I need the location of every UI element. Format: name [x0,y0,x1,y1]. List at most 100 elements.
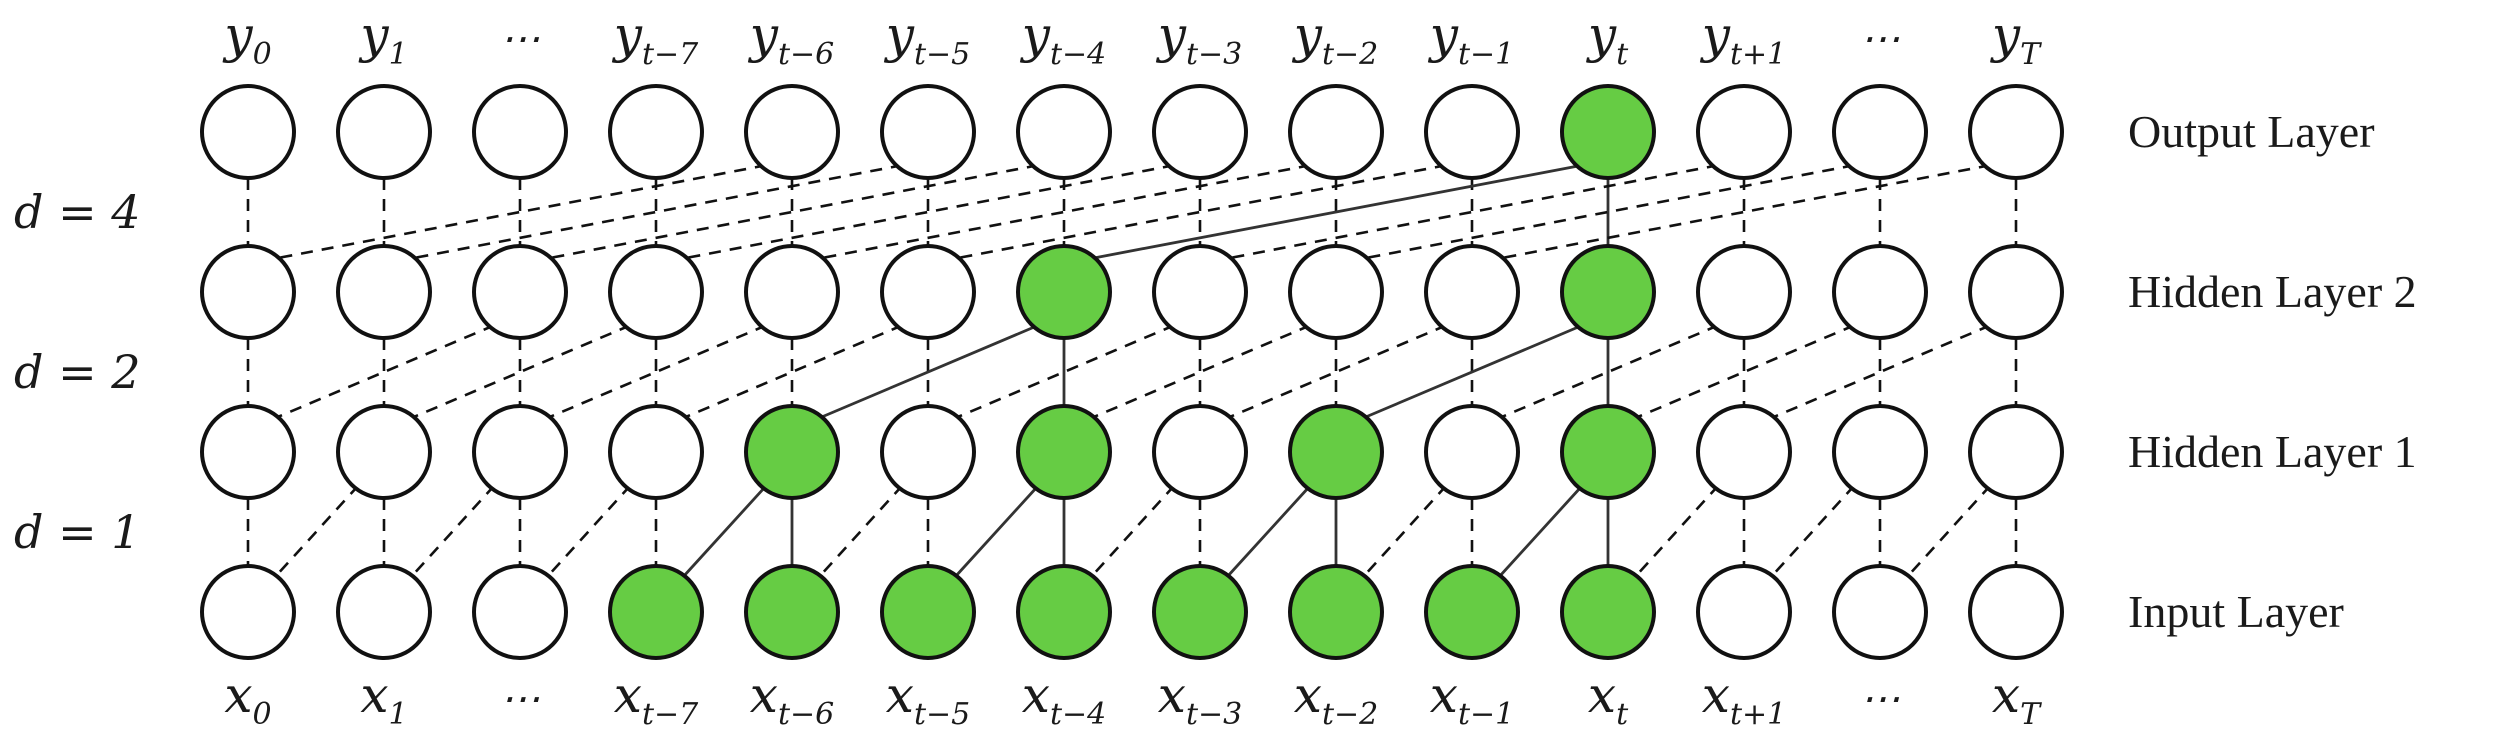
node-hidden-2-2 [472,244,568,340]
node-hidden-2-8 [1288,244,1384,340]
node-hidden-1-0 [200,404,296,500]
edge-diagonal [272,484,360,580]
edge-diagonal [272,323,496,421]
input-label-3: xt−7 [614,666,699,732]
node-input-2 [472,564,568,660]
input-label-8: xt−2 [1294,666,1378,732]
node-hidden-2-11 [1696,244,1792,340]
layer-label-output: Output Layer [2128,106,2375,157]
input-label-4: xt−6 [750,666,834,732]
node-hidden-1-13 [1968,404,2064,500]
node-input-3 [608,564,704,660]
edge-diagonal [1904,484,1992,580]
node-hidden-2-1 [336,244,432,340]
edge-diagonal [1360,323,1584,421]
output-label-9: yt−1 [1428,6,1515,72]
node-output-4 [744,84,840,180]
node-input-9 [1424,564,1520,660]
output-label-6: yt−4 [1020,6,1107,72]
node-hidden-1-4 [744,404,840,500]
node-input-6 [1016,564,1112,660]
output-label-13: yT [1990,6,2042,72]
network-nodes [200,84,2064,660]
dilation-label-1: d = 1 [14,505,141,559]
edge-diagonal [1632,484,1720,580]
input-label-0: x0 [224,666,271,732]
edge-diagonal [680,323,904,421]
output-label-11: yt+1 [1700,6,1787,72]
node-output-9 [1424,84,1520,180]
node-output-6 [1016,84,1112,180]
node-hidden-1-8 [1288,404,1384,500]
dilation-label-4: d = 4 [14,185,141,239]
node-output-12 [1832,84,1928,180]
dilation-labels: d = 4 d = 2 d = 1 [14,185,141,559]
input-label-2: ⋯ [500,676,540,722]
edge-diagonal [1224,484,1312,580]
node-hidden-1-2 [472,404,568,500]
node-input-12 [1832,564,1928,660]
node-output-11 [1696,84,1792,180]
edge-diagonal [952,484,1040,580]
layer-labels: Output Layer Hidden Layer 2 Hidden Layer… [2128,106,2417,637]
edge-diagonal [1088,484,1176,580]
edge-diagonal [408,484,496,580]
input-label-6: xt−4 [1022,666,1106,732]
output-label-8: yt−2 [1292,6,1379,72]
node-input-8 [1288,564,1384,660]
edge-diagonal [1089,163,1583,261]
input-label-1: x1 [360,666,407,732]
node-input-7 [1152,564,1248,660]
node-hidden-2-10 [1560,244,1656,340]
layer-label-hidden-1: Hidden Layer 1 [2128,426,2417,477]
edge-diagonal [952,323,1176,421]
input-label-7: xt−3 [1158,666,1242,732]
node-output-5 [880,84,976,180]
node-hidden-2-6 [1016,244,1112,340]
node-output-1 [336,84,432,180]
node-output-7 [1152,84,1248,180]
edge-diagonal [1496,323,1720,421]
node-input-4 [744,564,840,660]
node-hidden-1-6 [1016,404,1112,500]
node-hidden-1-3 [608,404,704,500]
output-label-10: yt [1586,6,1629,72]
edge-diagonal [1224,323,1448,421]
dilation-label-2: d = 2 [14,345,141,399]
node-hidden-2-12 [1832,244,1928,340]
connection-edges [246,163,2018,580]
node-output-0 [200,84,296,180]
node-output-13 [1968,84,2064,180]
output-label-12: ⋯ [1860,16,1900,62]
edge-diagonal [1768,323,1992,421]
layer-label-hidden-2: Hidden Layer 2 [2128,266,2417,317]
input-label-11: xt+1 [1702,666,1786,732]
output-label-3: yt−7 [612,6,699,72]
output-label-1: y1 [358,6,407,72]
input-label-5: xt−5 [886,666,970,732]
output-label-7: yt−3 [1156,6,1243,72]
input-label-10: xt [1588,666,1629,732]
edge-diagonal [680,484,768,580]
node-hidden-2-0 [200,244,296,340]
node-hidden-1-10 [1560,404,1656,500]
node-hidden-2-5 [880,244,976,340]
node-output-2 [472,84,568,180]
edge-diagonal [1632,323,1856,421]
node-input-10 [1560,564,1656,660]
node-hidden-1-11 [1696,404,1792,500]
edge-diagonal [544,323,768,421]
node-hidden-2-9 [1424,244,1520,340]
input-label-13: xT [1992,666,2042,732]
node-hidden-2-13 [1968,244,2064,340]
edge-diagonal [1088,323,1312,421]
edge-diagonal [544,484,632,580]
node-input-11 [1696,564,1792,660]
input-label-12: ⋯ [1860,676,1900,722]
edge-diagonal [408,323,632,421]
node-hidden-1-12 [1832,404,1928,500]
node-output-10 [1560,84,1656,180]
edge-diagonal [1360,484,1448,580]
